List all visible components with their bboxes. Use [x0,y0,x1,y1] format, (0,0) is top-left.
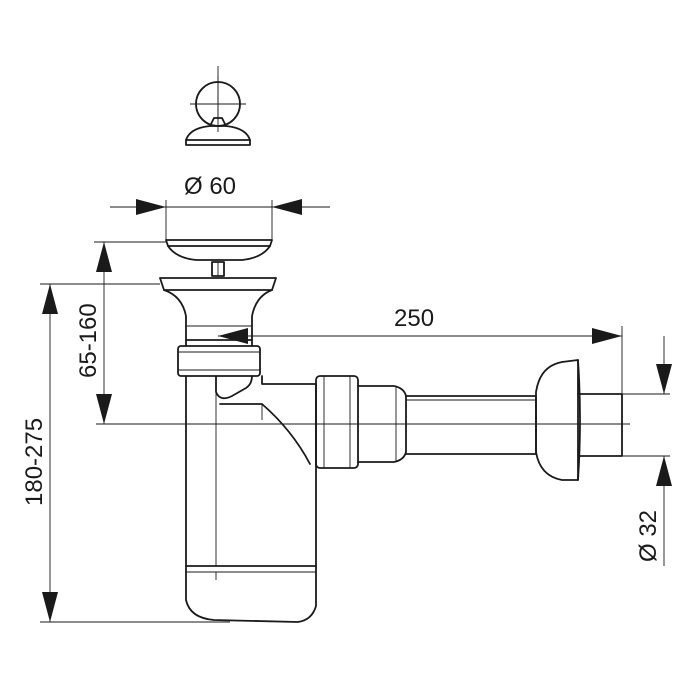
dimension-total-height: 180-275 [21,283,230,623]
dimension-inlet-height: 65-160 [75,241,166,424]
label-pipe-diameter: Ø 32 [635,510,662,562]
dimension-outlet-length: 250 [218,305,623,394]
waste-flange [159,277,277,341]
dimension-stopper-diameter: Ø 60 [110,173,330,240]
drain-strainer [165,239,273,277]
dimension-pipe-diameter: Ø 32 [622,336,672,566]
outlet-pipe [315,375,537,469]
trap-body [185,375,317,623]
outlet-nut [315,375,359,469]
tail-nut [177,339,261,377]
stopper-cap [185,125,251,141]
wall-rosette [535,359,623,481]
label-stopper-diameter: Ø 60 [184,173,236,200]
label-inlet-height: 65-160 [75,303,102,378]
label-total-height: 180-275 [21,418,48,506]
label-outlet-length: 250 [394,305,434,332]
